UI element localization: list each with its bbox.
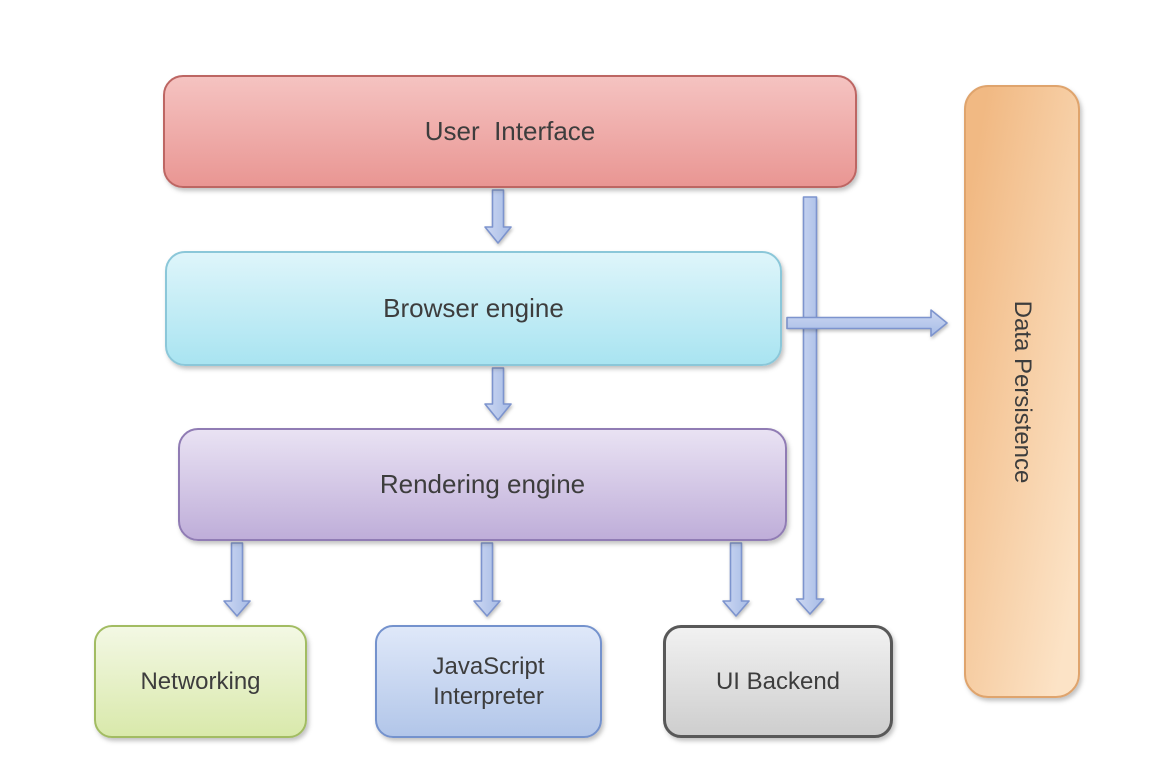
arrow-rendering-engine-to-javascript-interpreter <box>473 542 501 617</box>
browser-engine-label: Browser engine <box>383 293 564 324</box>
rendering-engine-label: Rendering engine <box>379 469 586 500</box>
arrow-user-interface-to-browser-engine <box>484 189 512 244</box>
arrow-browser-engine-to-rendering-engine <box>484 367 512 421</box>
javascript-interpreter-box: JavaScript Interpreter <box>375 625 602 738</box>
rendering-engine-box: Rendering engine <box>178 428 787 541</box>
networking-label: Networking <box>140 667 261 695</box>
networking-box: Networking <box>94 625 307 738</box>
data-persistence-box: Data Persistence <box>964 85 1080 698</box>
data-persistence-label: Data Persistence <box>1009 300 1036 483</box>
user-interface-label: User Interface <box>424 116 596 147</box>
ui-backend-label: UI Backend <box>715 667 841 695</box>
arrow-rendering-engine-to-networking <box>223 542 251 617</box>
arrow-browser-engine-to-data-persistence <box>786 309 948 337</box>
ui-backend-box: UI Backend <box>663 625 893 738</box>
javascript-interpreter-label: JavaScript Interpreter <box>432 652 552 710</box>
browser-engine-box: Browser engine <box>165 251 782 366</box>
arrow-rendering-engine-to-ui-backend <box>722 542 750 617</box>
arrow-user-interface-to-ui-backend <box>795 196 825 615</box>
user-interface-box: User Interface <box>163 75 857 188</box>
